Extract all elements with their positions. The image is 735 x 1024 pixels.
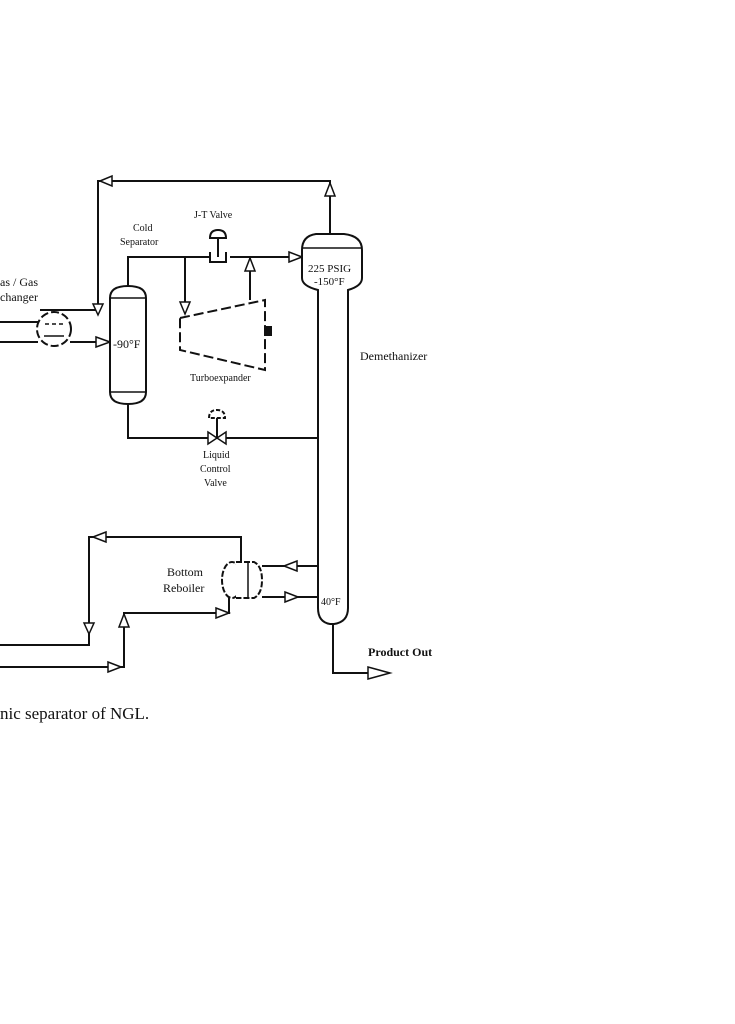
arrow-up-icon [117, 611, 131, 628]
arrow-right-icon [284, 590, 301, 604]
product-out-line: Product Out [332, 624, 432, 680]
demethanizer-bottom-temp: 40°F [321, 597, 341, 608]
demethanizer-top-temp: -150°F [314, 276, 345, 288]
cold-separator-label: Cold [133, 223, 152, 234]
bottom-reboiler-label: Bottom [167, 565, 204, 579]
cold-separator-temp: -90°F [113, 337, 141, 351]
overhead-return-line [40, 174, 337, 317]
demethanizer-pressure: 225 PSIG [308, 263, 351, 275]
arrow-right-icon [288, 250, 305, 264]
arrow-down-icon [82, 622, 96, 636]
heat-exchanger-label: as / Gas [0, 275, 38, 289]
liquid-control-valve-label: Control [200, 464, 231, 475]
arrow-down-icon [91, 303, 105, 317]
reboiler-loop-lines [0, 530, 242, 674]
jt-valve-label: J-T Valve [194, 210, 233, 221]
arrow-left-icon [98, 174, 113, 188]
arrow-right-icon [95, 335, 113, 349]
demethanizer-column: 225 PSIG -150°F 40°F Demethanizer [301, 215, 427, 625]
arrow-left-icon [281, 559, 298, 573]
arrow-left-icon [90, 530, 107, 544]
gas-gas-heat-exchanger: as / Gas changer [0, 275, 72, 347]
liquid-control-valve-label: Valve [204, 478, 227, 489]
arrow-down-icon [178, 301, 192, 316]
arrow-right-icon [107, 660, 124, 674]
heat-exchanger-label: changer [0, 290, 38, 304]
turboexpander-label: Turboexpander [190, 373, 251, 384]
arrow-up-icon [243, 255, 257, 272]
liquid-control-valve[interactable]: Liquid Control Valve [200, 408, 231, 489]
liquid-line [127, 404, 318, 439]
demethanizer-label: Demethanizer [360, 349, 427, 363]
feed-lines [0, 321, 113, 349]
jt-valve[interactable]: J-T Valve [194, 210, 233, 263]
separator-overhead-line [127, 250, 305, 316]
figure-caption: nic separator of NGL. [0, 704, 150, 723]
turboexpander: Turboexpander [179, 298, 272, 384]
cold-separator: -90°F Cold Separator [109, 223, 159, 406]
liquid-control-valve-label: Liquid [203, 450, 230, 461]
arrow-right-icon [367, 666, 393, 680]
cold-separator-label: Separator [120, 237, 159, 248]
product-out-label: Product Out [368, 645, 432, 659]
bottom-reboiler-label: Reboiler [163, 581, 204, 595]
bottom-reboiler: Bottom Reboiler [163, 559, 318, 604]
arrow-up-icon [323, 180, 337, 197]
arrow-right-icon [215, 606, 232, 620]
